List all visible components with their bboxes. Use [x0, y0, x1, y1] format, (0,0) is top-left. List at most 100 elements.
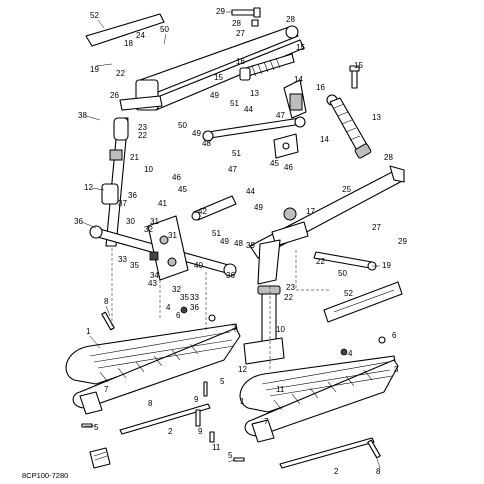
callout-22: 22: [116, 69, 125, 78]
callout-16: 16: [236, 57, 245, 66]
callout-38: 38: [78, 111, 87, 120]
callout-15: 15: [296, 43, 305, 52]
callout-22b: 22: [138, 131, 147, 140]
callout-10b: 10: [276, 325, 285, 334]
callout-13: 13: [250, 89, 259, 98]
callout-5b: 5: [94, 423, 99, 432]
callout-45: 45: [270, 159, 279, 168]
callout-42: 42: [198, 207, 207, 216]
callout-4b: 4: [348, 349, 353, 358]
spring-unit-16: [239, 53, 295, 81]
callout-6b: 6: [392, 331, 397, 340]
callout-8c: 8: [376, 467, 381, 476]
callout-27: 27: [236, 29, 245, 38]
shock-absorber-13: [326, 94, 372, 159]
callout-11: 11: [276, 385, 285, 394]
callout-22c: 22: [316, 257, 325, 266]
wear-bar-2-right: [279, 437, 375, 469]
callout-17: 17: [306, 207, 315, 216]
spindle-10-right: [243, 285, 285, 365]
callout-16b: 16: [316, 83, 325, 92]
callout-44b: 44: [246, 187, 255, 196]
callout-50: 50: [160, 25, 169, 34]
leader-lines: [81, 11, 381, 469]
callout-9: 9: [194, 395, 199, 404]
callout-52b: 52: [344, 289, 353, 298]
wear-bar-2-left: [119, 403, 211, 435]
callout-36b: 36: [74, 217, 83, 226]
callout-40: 40: [194, 261, 203, 270]
callout-7: 7: [104, 385, 109, 394]
callout-24: 24: [136, 31, 145, 40]
bracket-45: [273, 133, 299, 159]
callout-29: 29: [216, 7, 225, 16]
callout-4: 4: [166, 303, 171, 312]
callout-28c: 28: [384, 153, 393, 162]
steering-bracket-31: [147, 215, 189, 281]
callout-47b: 47: [228, 165, 237, 174]
callout-3: 3: [232, 323, 237, 332]
callout-12: 12: [84, 183, 93, 192]
callout-7b: 7: [264, 417, 269, 426]
callout-44: 44: [244, 105, 253, 114]
callout-30: 30: [126, 217, 135, 226]
callout-51: 51: [230, 99, 239, 108]
ski-left: [65, 323, 241, 415]
callout-25: 25: [342, 185, 351, 194]
callout-8: 8: [104, 297, 109, 306]
callout-15c: 15: [354, 61, 363, 70]
callout-34: 34: [150, 271, 159, 280]
ski-right: [239, 355, 399, 443]
callout-21: 21: [130, 153, 139, 162]
callout-11b: 11: [212, 443, 221, 452]
callout-32: 32: [144, 225, 153, 234]
callout-3b: 3: [394, 365, 399, 374]
callout-47: 47: [276, 111, 285, 120]
callout-31b: 31: [168, 231, 177, 240]
callout-50b: 50: [178, 121, 187, 130]
callout-15b: 15: [214, 73, 223, 82]
callout-2: 2: [168, 427, 173, 436]
callout-18: 18: [124, 39, 133, 48]
decal-52-top: [85, 13, 165, 47]
callout-23b: 23: [286, 283, 295, 292]
callout-23: 23: [138, 123, 147, 132]
callout-29b: 29: [398, 237, 407, 246]
callout-43: 43: [148, 279, 157, 288]
callout-8b: 8: [148, 399, 153, 408]
callout-27b: 27: [372, 223, 381, 232]
callout-48b: 48: [234, 239, 243, 248]
callout-49c: 49: [254, 203, 263, 212]
callout-50c: 50: [338, 269, 347, 278]
callout-28b: 28: [286, 15, 295, 24]
callout-51b: 51: [232, 149, 241, 158]
callout-12b: 12: [238, 365, 247, 374]
callout-6: 6: [176, 311, 181, 320]
callout-10: 10: [144, 165, 153, 174]
assembly-lines: [111, 248, 330, 370]
callout-5c: 5: [228, 451, 233, 460]
callout-36d: 36: [190, 303, 199, 312]
callout-46b: 46: [172, 173, 181, 182]
callout-5: 5: [220, 377, 225, 386]
callout-37: 37: [118, 199, 127, 208]
callout-52: 52: [90, 11, 99, 20]
bolt-15-right: [349, 65, 360, 89]
callout-45b: 45: [178, 185, 187, 194]
upper-arm-assembly: [119, 25, 305, 111]
callout-33: 33: [118, 255, 127, 264]
callout-28: 28: [232, 19, 241, 28]
pitman-arm-41: [191, 195, 237, 221]
bracket-14-upper: [283, 79, 307, 119]
bolt-set-top-right: [231, 7, 261, 27]
callout-1: 1: [86, 327, 91, 336]
steering-shaft-21: [101, 117, 129, 247]
callout-49b: 49: [192, 129, 201, 138]
callout-2b: 2: [334, 467, 339, 476]
callout-31: 31: [150, 217, 159, 226]
callout-36: 36: [128, 191, 137, 200]
link-rod-44: [202, 116, 306, 142]
callout-46: 46: [284, 163, 293, 172]
callout-19: 19: [90, 65, 99, 74]
